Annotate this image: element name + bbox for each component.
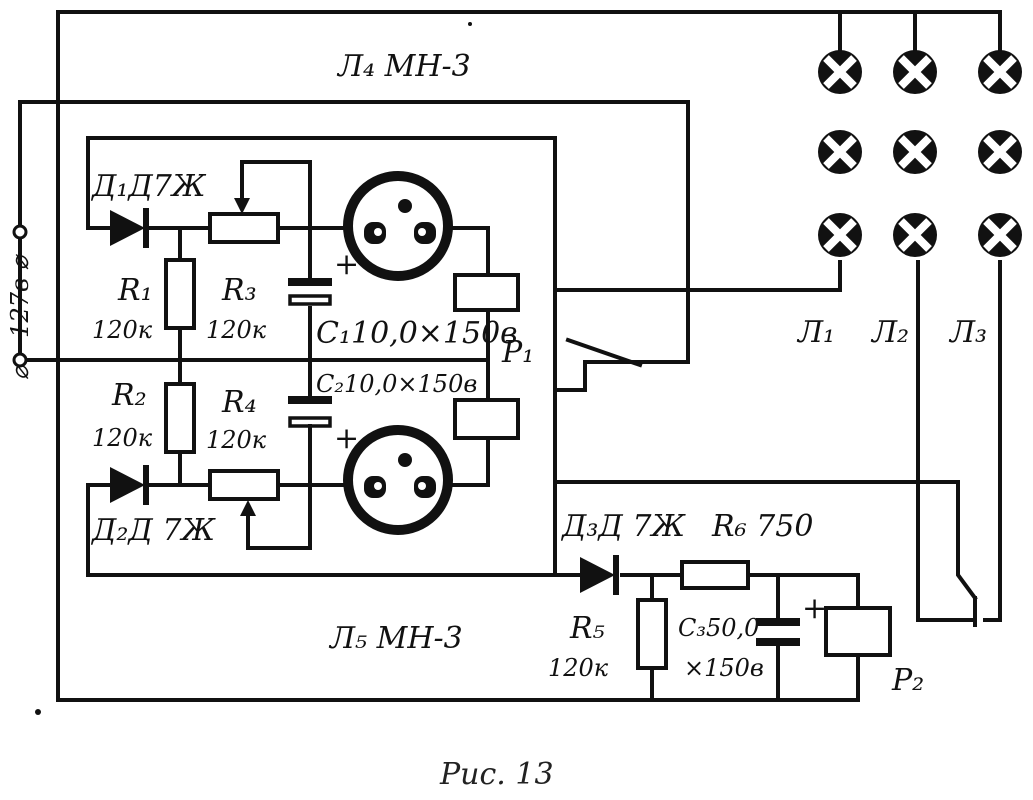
lamp — [818, 213, 862, 257]
lamp — [818, 50, 862, 94]
diode-d1 — [110, 208, 149, 248]
label-c3: C₃50,0 — [678, 614, 759, 642]
figure-caption: Рис. 13 — [439, 757, 554, 792]
resistor-r1 — [164, 258, 196, 330]
label-lamp4: Л₄ МН-3 — [336, 49, 471, 84]
label-plus-c1: + — [334, 247, 359, 282]
resistor-r3 — [208, 160, 280, 244]
lamp — [893, 213, 937, 257]
label-l3: Л₃ — [948, 315, 987, 350]
label-l1: Л₁ — [796, 315, 835, 350]
label-r5: R₅ — [569, 611, 605, 646]
relay-p1-coil-upper — [453, 273, 520, 312]
label-r3: R₃ — [221, 273, 257, 308]
lamp — [893, 130, 937, 174]
label-r4-value: 120к — [206, 426, 267, 454]
label-c3-value: ×150в — [684, 654, 764, 682]
label-d3: Д₃Д 7Ж — [560, 509, 686, 544]
resistor-r6 — [680, 560, 750, 590]
capacitor-c2 — [288, 396, 332, 428]
lamp — [893, 50, 937, 94]
label-supply: ⌀ ~127в ⌀ — [6, 253, 34, 380]
label-l2: Л₂ — [870, 315, 909, 350]
capacitor-c3 — [756, 618, 800, 646]
label-c1: C₁10,0×150в — [316, 316, 518, 351]
relay-p1-contact — [553, 316, 643, 368]
label-r3-value: 120к — [206, 316, 267, 344]
label-r1: R₁ — [117, 273, 153, 308]
relay-p1-coil-lower — [453, 398, 520, 440]
label-plus-c3: + — [802, 591, 827, 626]
lamp — [978, 213, 1022, 257]
label-r1-value: 120к — [92, 316, 153, 344]
lamp — [978, 130, 1022, 174]
label-p1: P₁ — [501, 335, 534, 370]
label-p2: P₂ — [891, 663, 924, 698]
resistor-r2 — [164, 382, 196, 454]
label-lamp5: Л₅ МН-3 — [328, 621, 463, 656]
resistor-r5 — [636, 598, 668, 670]
diode-d3 — [580, 555, 619, 595]
resistor-r4 — [208, 469, 280, 550]
label-r2: R₂ — [111, 378, 147, 413]
diode-d2 — [110, 465, 149, 505]
relay-p2-coil — [824, 606, 892, 657]
label-r5-value: 120к — [548, 654, 609, 682]
lamp — [978, 50, 1022, 94]
label-r4: R₄ — [221, 385, 257, 420]
label-plus-c2: + — [334, 421, 359, 456]
label-d1: Д₁Д7Ж — [90, 169, 207, 204]
neon-lamp-l4 — [343, 171, 453, 281]
label-d2: Д₂Д 7Ж — [90, 513, 216, 548]
supply-terminals — [12, 224, 28, 368]
lamp — [818, 130, 862, 174]
label-c2: C₂10,0×150в — [316, 370, 477, 398]
lamp-array — [818, 50, 1022, 257]
capacitor-c1 — [288, 278, 332, 306]
neon-lamp-l5 — [343, 425, 453, 535]
label-r6: R₆ 750 — [711, 509, 813, 544]
label-r2-value: 120к — [92, 424, 153, 452]
